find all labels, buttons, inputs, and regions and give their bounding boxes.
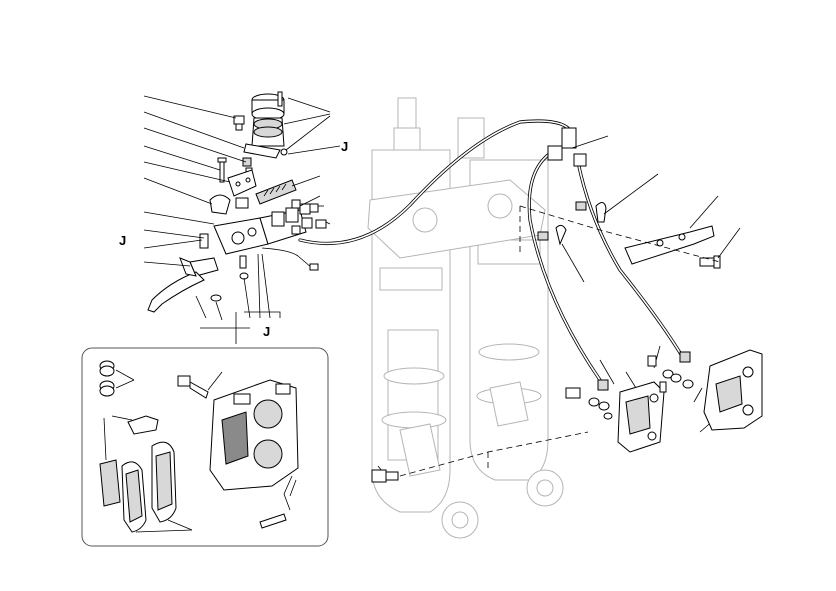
master-cylinder-assembly	[147, 91, 327, 313]
brake-hoses	[298, 119, 691, 391]
hose-bracket	[555, 202, 721, 269]
inset-caliper-parts	[81, 347, 329, 547]
alignment-lines	[399, 205, 721, 477]
left-caliper-assembly	[565, 381, 667, 453]
front-fork	[367, 97, 564, 539]
callout-letter-j-left: J	[119, 233, 126, 248]
callout-letter-j-top: J	[341, 139, 348, 154]
callout-letter-j-bottom: J	[263, 324, 270, 339]
lower-bolt	[371, 469, 399, 483]
callout-leaders-left	[143, 95, 341, 344]
right-caliper-assembly	[647, 349, 763, 431]
